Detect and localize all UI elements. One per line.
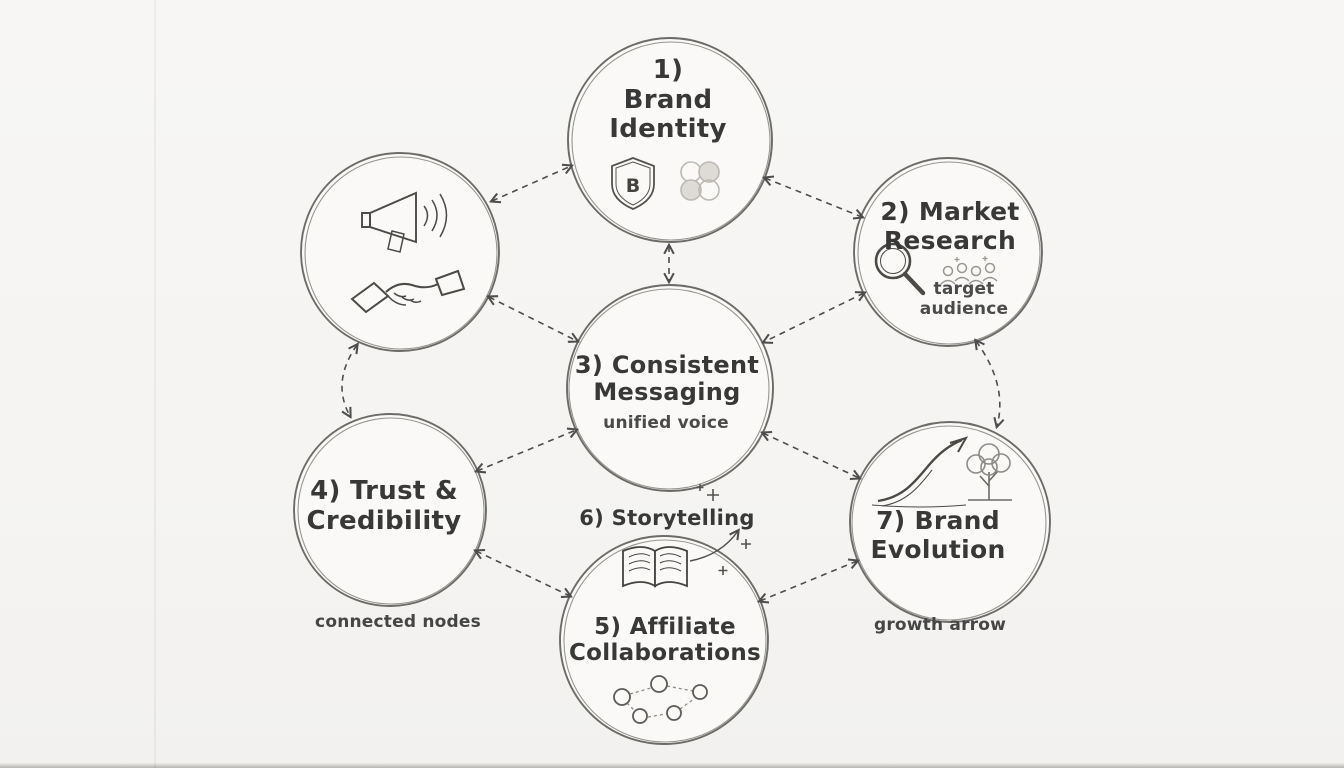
label-line: 1) xyxy=(652,55,684,85)
node-label-brand-identity: 1) Brand Identity xyxy=(609,55,727,145)
node-circle-brand-identity xyxy=(567,37,773,243)
arrow-partnership-consistent-messaging xyxy=(489,297,577,341)
node-label-market-research: 2) Market Research xyxy=(880,197,1020,255)
growth-arrow-icon xyxy=(871,436,969,508)
node-label-storytelling: 6) Storytelling xyxy=(579,506,755,530)
node-label-brand-evolution: 7) Brand Evolution xyxy=(870,506,1006,564)
label-line: Brand xyxy=(623,84,713,115)
arrow-trust-credibility-affiliate xyxy=(476,551,570,596)
label-line: Credibility xyxy=(306,505,462,536)
node-circle-market-research xyxy=(853,157,1043,347)
node-circle-trust-credibility xyxy=(293,413,487,607)
caption-connected-nodes: connected nodes xyxy=(315,612,481,632)
book-icon xyxy=(622,546,688,588)
label-line: Collaborations xyxy=(568,640,762,667)
node-circle-affiliate-collaborations xyxy=(559,535,769,745)
arrow-brand-identity-market-research xyxy=(765,178,862,217)
arrow-trust-credibility-consistent-messaging xyxy=(477,430,576,471)
label-line: Evolution xyxy=(870,534,1006,564)
sub-line: target xyxy=(933,279,995,299)
node-label-consistent-messaging: 3) Consistent Messaging xyxy=(574,351,760,407)
dots-cluster-icon xyxy=(680,161,720,201)
label-line: Identity xyxy=(609,114,727,145)
arrow-affiliate-brand-evolution xyxy=(760,561,857,601)
caption-growth-arrow: growth arrow xyxy=(873,615,1007,635)
label-line: 5) Affiliate xyxy=(594,614,736,640)
arrow-partnership-brand-identity xyxy=(492,166,571,201)
shield-letter: B xyxy=(626,175,640,197)
arrow-consistent-messaging-brand-evolution xyxy=(763,433,859,478)
arrow-market-research-brand-evolution xyxy=(976,341,1000,426)
label-line: 3) Consistent xyxy=(574,351,760,379)
shield-icon: B xyxy=(611,157,655,210)
audience-icon xyxy=(940,256,998,285)
node-label-trust-credibility: 4) Trust & Credibility xyxy=(306,476,462,536)
arrow-partnership-trust-credibility xyxy=(341,345,357,416)
sub-label-unified-voice: unified voice xyxy=(603,413,729,433)
sparkle-icon xyxy=(696,484,751,575)
tree-icon xyxy=(966,443,1012,501)
arrow-market-research-consistent-messaging xyxy=(764,293,864,342)
magnifier-icon xyxy=(874,242,926,296)
network-nodes-icon xyxy=(613,675,708,724)
node-circle-consistent-messaging xyxy=(566,284,774,492)
label-line: 4) Trust & xyxy=(310,476,458,506)
sub-line: audience xyxy=(919,299,1009,320)
label-line: 2) Market xyxy=(880,197,1020,226)
label-line: Messaging xyxy=(593,378,741,407)
sub-label-target-audience: target audience xyxy=(920,279,1008,320)
paper-bottom-edge xyxy=(0,763,1344,768)
label-line: 7) Brand xyxy=(876,506,1000,535)
paper-crease xyxy=(154,0,156,768)
megaphone-icon xyxy=(361,191,448,253)
node-label-affiliate-collaborations: 5) Affiliate Collaborations xyxy=(569,614,761,666)
label-line: Research xyxy=(883,225,1017,255)
storytelling-flourish-arrow xyxy=(689,531,738,562)
handshake-icon xyxy=(350,269,466,314)
